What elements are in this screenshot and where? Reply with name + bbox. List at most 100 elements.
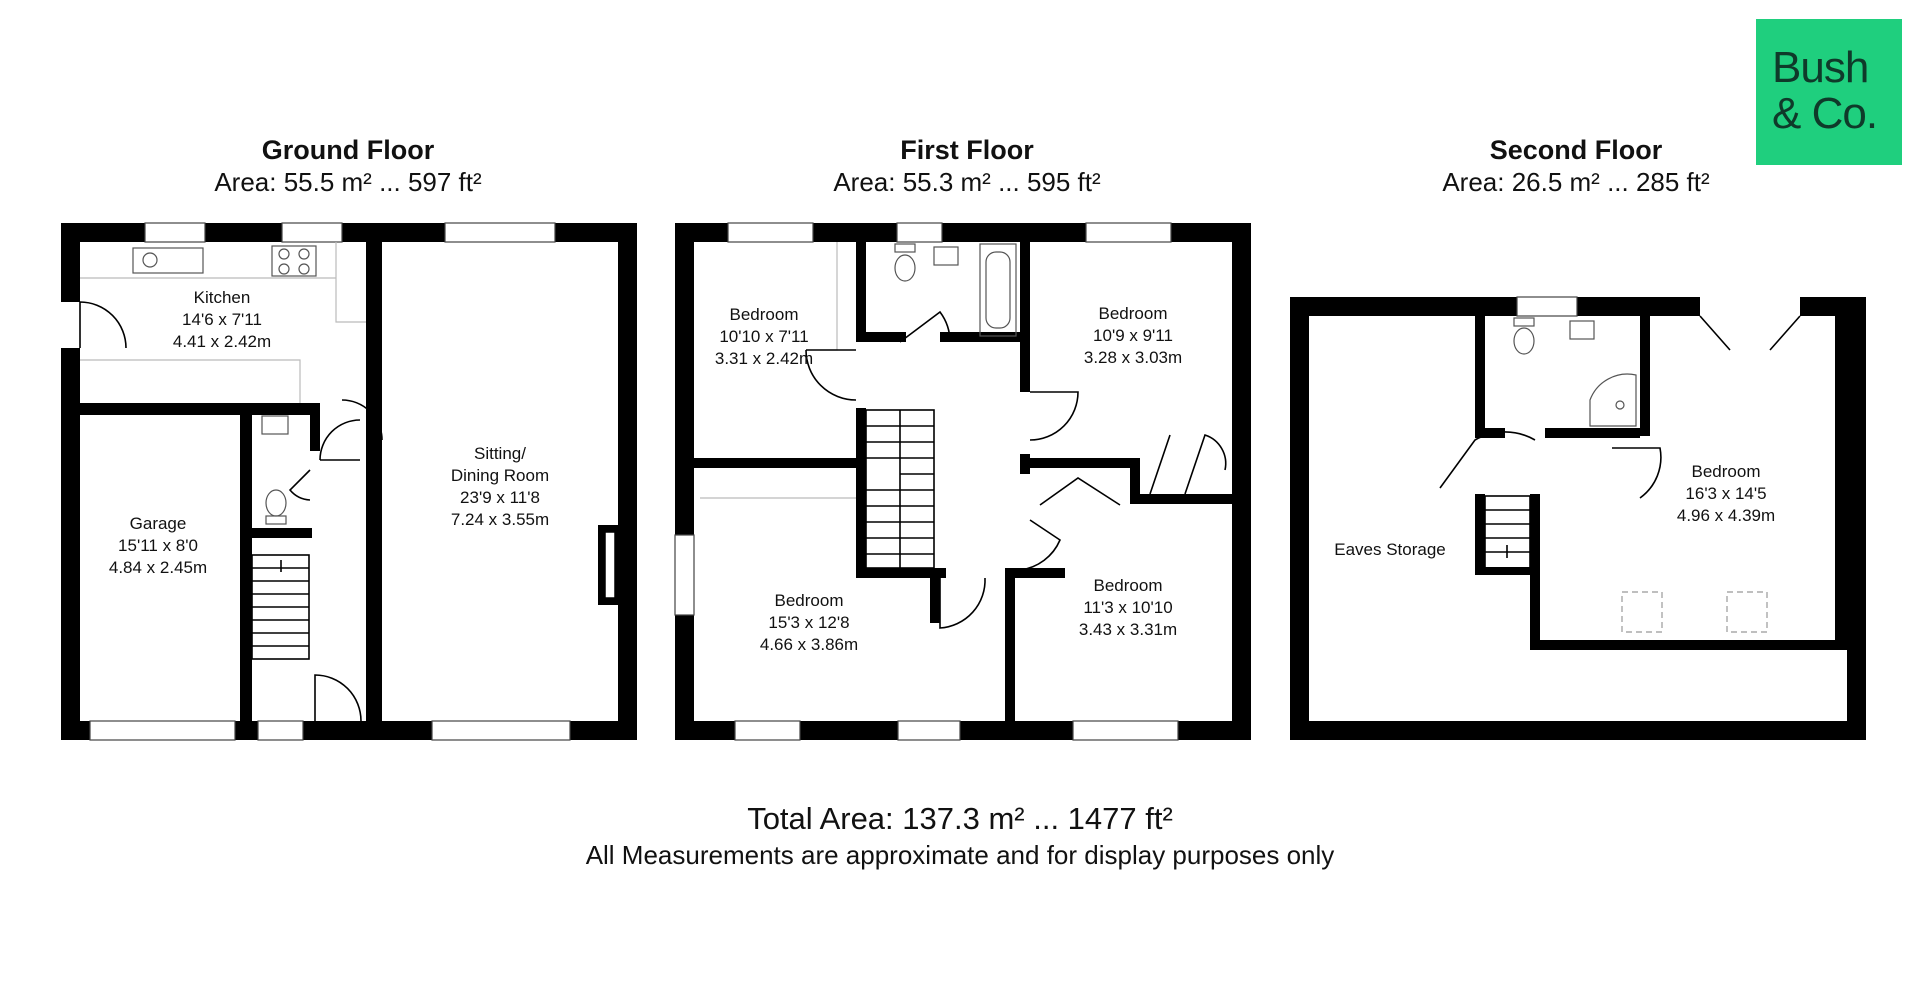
gf-fireplace (598, 525, 618, 605)
sf-dormer-opening (1700, 297, 1800, 316)
sf-eaves-wall (1530, 640, 1845, 650)
gf-side-door-opening (61, 302, 80, 348)
room-sitting-imperial: 23'9 x 11'8 (460, 488, 540, 507)
room-eaves-storage: Eaves Storage (1334, 539, 1446, 561)
footer: Total Area: 137.3 m² ... 1477 ft² All Me… (0, 800, 1920, 872)
first-floor-header: First Floor Area: 55.3 m² ... 595 ft² (737, 134, 1197, 198)
room-garage-name: Garage (129, 514, 187, 533)
room-bedroom-5: Bedroom 16'3 x 14'5 4.96 x 4.39m (1677, 461, 1775, 527)
room-bedroom-5-name: Bedroom (1691, 462, 1761, 481)
sf-shower-right-wall (1640, 316, 1650, 436)
ff-bed1-bed3-wall (694, 458, 859, 468)
sf-bottom-wall (1290, 721, 1866, 740)
gf-sitting-window (431, 720, 571, 741)
second-floor-header: Second Floor Area: 26.5 m² ... 285 ft² (1346, 134, 1806, 198)
gf-sitting-door (341, 399, 383, 441)
ff-bed2-bottom-wall (1030, 458, 1130, 468)
room-sitting-name-1: Sitting/ (474, 444, 526, 463)
ff-stair-left-wall (856, 408, 866, 578)
ff-bath-bottom-wall-a (866, 332, 906, 342)
total-area: Total Area: 137.3 m² ... 1477 ft² (747, 801, 1173, 836)
room-bedroom-4-imperial: 11'3 x 10'10 (1083, 598, 1173, 617)
room-kitchen-imperial: 14'6 x 7'11 (182, 310, 262, 329)
sf-shower-window (1516, 296, 1578, 317)
ff-window-bed2 (1085, 222, 1172, 243)
sf-left-wall (1290, 297, 1309, 740)
gf-wc-door (288, 469, 311, 501)
gf-left-wall (61, 223, 80, 740)
room-bedroom-1: Bedroom 10'10 x 7'11 3.31 x 2.42m (715, 304, 813, 370)
sf-shower-fixtures (1513, 317, 1637, 427)
gf-wc-wall (252, 528, 312, 538)
second-floor-area: Area: 26.5 m² ... 285 ft² (1442, 167, 1710, 197)
gf-kitchen-window-1 (144, 222, 206, 243)
ff-window-bath (896, 222, 943, 243)
room-garage: Garage 15'11 x 8'0 4.84 x 2.45m (109, 513, 207, 579)
ff-bath-right-wall (1020, 242, 1030, 392)
ff-bed2-post (1020, 454, 1030, 474)
gf-wc-side-wall (310, 403, 320, 451)
second-floor-plan (1290, 296, 1866, 740)
first-floor-area: Area: 55.3 m² ... 595 ft² (833, 167, 1101, 197)
gf-kitchen-window-2 (281, 222, 343, 243)
gf-stairs (251, 554, 310, 660)
ff-window-bed4 (1072, 720, 1179, 741)
room-bedroom-1-imperial: 10'10 x 7'11 (719, 327, 809, 346)
ground-floor-plan (61, 222, 637, 741)
first-floor-title: First Floor (900, 135, 1034, 165)
room-bedroom-1-name: Bedroom (729, 305, 799, 324)
gf-wc-fixtures (261, 415, 289, 525)
ff-cupboard-doors (1149, 433, 1227, 495)
gf-kitchen-door (319, 419, 361, 461)
ff-window-bed3-a (734, 720, 801, 741)
ff-cupboard-side-wall (1130, 458, 1140, 504)
room-bedroom-1-metric: 3.31 x 2.42m (714, 349, 814, 368)
ff-stairs (865, 409, 935, 569)
ff-bed3-door (939, 577, 986, 629)
room-eaves-name: Eaves Storage (1334, 540, 1446, 559)
sf-stairs (1484, 495, 1531, 569)
sf-shower-bottom-wall (1545, 428, 1640, 438)
ff-left-wall (675, 223, 694, 740)
sf-stair-bottom-wall (1475, 567, 1540, 575)
room-bedroom-3-metric: 4.66 x 3.86m (759, 635, 859, 654)
room-bedroom-3-name: Bedroom (774, 591, 844, 610)
sf-shower-bottom-wall-left (1475, 428, 1505, 438)
gf-side-door-swing (79, 301, 127, 349)
room-garage-imperial: 15'11 x 8'0 (118, 536, 198, 555)
ff-bed4-top-wall (1005, 568, 1065, 578)
ff-bed4-door (1019, 519, 1061, 571)
sf-shower-left-wall (1475, 316, 1485, 436)
room-garage-metric: 4.84 x 2.45m (108, 558, 208, 577)
gf-kitchen-counters (80, 242, 366, 403)
room-bedroom-3: Bedroom 15'3 x 12'8 4.66 x 3.86m (760, 590, 858, 656)
room-kitchen-name: Kitchen (193, 288, 251, 307)
room-bedroom-5-imperial: 16'3 x 14'5 (1685, 484, 1767, 503)
ff-bath-left-wall (856, 242, 866, 342)
ff-bath-bottom-wall-b (940, 332, 1026, 342)
ff-stair-drop-wall (930, 568, 940, 623)
room-sitting-metric: 7.24 x 3.55m (450, 510, 550, 529)
room-bedroom-2-metric: 3.28 x 3.03m (1083, 348, 1183, 367)
sf-velux-windows (1621, 591, 1768, 633)
room-bedroom-4-metric: 3.43 x 3.31m (1078, 620, 1178, 639)
gf-kitchen-garage-wall (80, 403, 320, 415)
gf-patio-door (444, 222, 556, 243)
ff-window-side (674, 534, 695, 616)
ff-stair-bottom-wall (856, 568, 946, 578)
ff-cupboard-wall (1130, 494, 1232, 504)
room-bedroom-4: Bedroom 11'3 x 10'10 3.43 x 3.31m (1079, 575, 1177, 641)
ff-bed4-left-wall (1005, 568, 1015, 721)
room-bedroom-2-name: Bedroom (1098, 304, 1168, 323)
second-floor-title: Second Floor (1489, 135, 1663, 165)
ff-bed1-cupboard-line (820, 242, 838, 351)
ff-bed4-wardrobe (1039, 477, 1121, 506)
sf-shower-door (1439, 431, 1536, 489)
sf-right-wall (1847, 297, 1866, 740)
room-sitting-name-2: Dining Room (450, 466, 550, 485)
sf-dormer-doors (1699, 315, 1801, 351)
ff-window-bed3-b (897, 720, 961, 741)
gf-garage-wall (240, 403, 252, 723)
